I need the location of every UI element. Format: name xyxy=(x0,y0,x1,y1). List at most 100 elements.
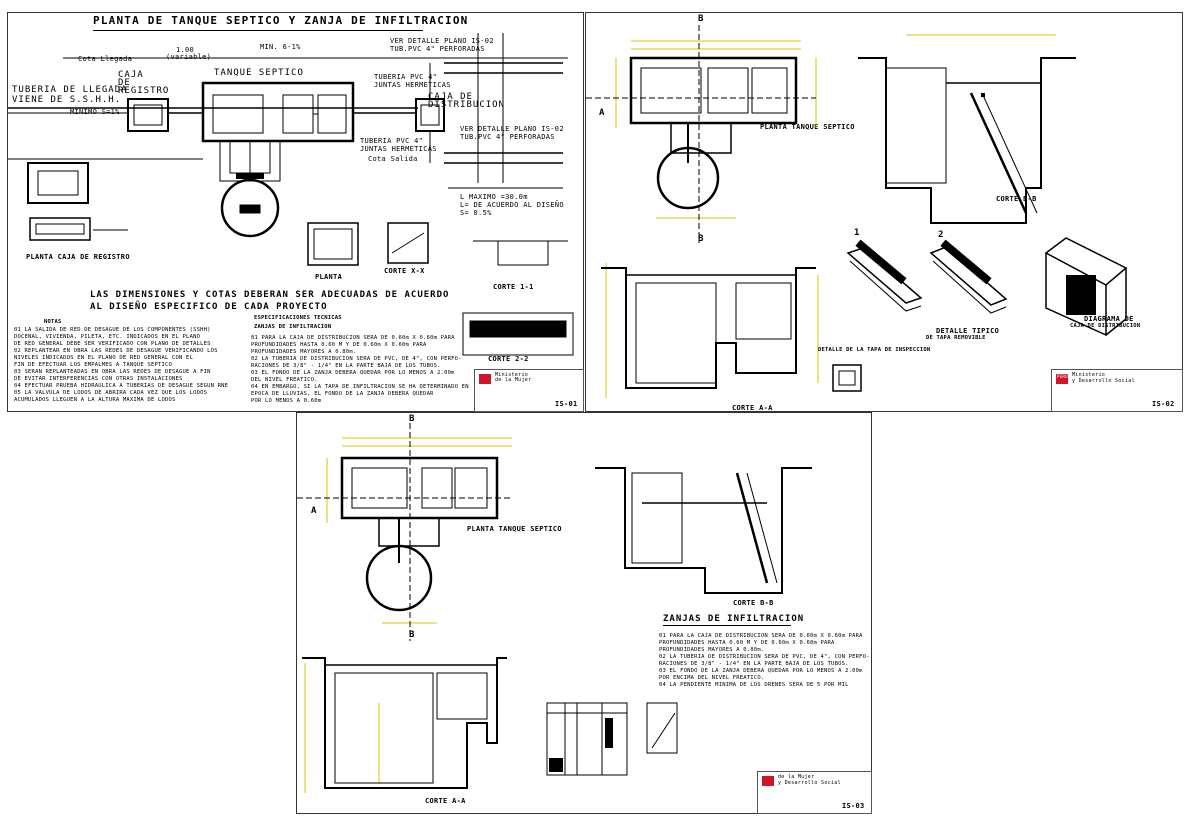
spec-line: PROFUNDIDADES HASTA 0.60 M Y DE 0.60m X … xyxy=(251,342,427,348)
label-num-1: 1 xyxy=(854,228,861,238)
sheet-2-drawing xyxy=(586,25,1128,398)
label-largo-diseno: L= DE ACUERDO AL DISEÑO xyxy=(460,201,564,209)
spec-line: POR LO MENOS A 0.60m xyxy=(251,398,322,404)
label-tanque: TANQUE SEPTICO xyxy=(214,68,304,78)
nota-line: 04 EFECTUAR PRUEBA HIDRAULICA A TUBERIAS… xyxy=(14,383,229,389)
nota-line: FIN DE EFECTUAR LOS EMPALMES A TANQUE SE… xyxy=(14,362,173,368)
label-tuberia-pvc-2: TUBERIA PVC 4" xyxy=(360,137,424,145)
nota-line: ACUMULADOS LLEGUEN A LA ALTURA MAXIMA DE… xyxy=(14,397,176,403)
spec-line: 02 LA TUBERIA DE DISTRIBUCION SERA DE PV… xyxy=(251,356,462,362)
label-num-2: 2 xyxy=(938,230,945,240)
label-caja-distribucion: CAJA DE DISTRIBUCION xyxy=(1070,323,1141,329)
sheet-3-drawing xyxy=(297,423,812,793)
sheet-number: IS-03 xyxy=(842,802,865,810)
title-block-3: de la Mujer y Desarrollo Social IS-03 xyxy=(757,771,872,814)
title-block-1: Ministerio de la Mujer IS-01 xyxy=(474,369,584,412)
sheet-3: B A B PLANTA TANQUE SEPTICO CORTE B-B CO… xyxy=(296,412,872,814)
marker-b-bottom: B xyxy=(409,630,416,640)
notas-title: NOTAS xyxy=(44,319,62,325)
peru-logo xyxy=(762,776,774,786)
notas-list: 01 LA SALIDA DE RED DE DESAGUE DE LOS CO… xyxy=(14,327,228,404)
label-tuberia-pvc: TUBERIA PVC 4" xyxy=(374,73,438,81)
spec-line: PROFUNDIDADES MAYORES A 0.80m. xyxy=(251,349,357,355)
spec-line: PROFUNDIDADES HASTA 0.60 M Y DE 0.60m X … xyxy=(659,640,835,646)
label-planta-tanque: PLANTA TANQUE SEPTICO xyxy=(760,123,855,131)
spec-line: 04 EN EMBARGO, SI LA TAPA DE INFILTRACIO… xyxy=(251,384,469,390)
nota-line: DE RED GENERAL DEBE SER VERIFICADO CON P… xyxy=(14,341,211,347)
label-caja-registro: CAJA DE REGISTRO xyxy=(118,70,170,96)
label-corte-aa: CORTE A-A xyxy=(732,404,773,412)
label-diagrama: DIAGRAMA DE xyxy=(1084,315,1134,323)
label-juntas: JUNTAS HERMETICAS xyxy=(374,81,451,89)
label-detalle-tipico: DETALLE TIPICO xyxy=(936,327,1000,335)
label-de-tapa: DE TAPA REMOVIBLE xyxy=(926,335,986,341)
label-largo-maximo: L MAXIMO =30.0m xyxy=(460,193,528,201)
label-corte-bb: CORTE B-B xyxy=(996,195,1037,203)
label-planta: PLANTA xyxy=(315,273,343,281)
label-tuberia-llegada: TUBERIA DE LLEGADA xyxy=(12,85,128,95)
spec-line: RACIONES DE 3/8" - 1/4" EN LA PARTE BAJA… xyxy=(659,661,849,667)
title-underline xyxy=(93,30,423,31)
specs-list: 01 PARA LA CAJA DE DISTRIBUCION SERA DE … xyxy=(251,335,469,405)
label-minimo: MINIMO S=1% xyxy=(70,108,120,116)
ministry-line: Ministerio xyxy=(495,372,529,378)
label-cota-llegada: Cota Llegada xyxy=(78,55,133,63)
marker-b-top: B xyxy=(409,414,416,424)
nota-line: 02 REPLANTEAR EN OBRA LAS REDES DE DESAG… xyxy=(14,348,218,354)
spec-line: DEL NIVEL FREATICO. xyxy=(251,377,318,383)
label-corte-aa: CORTE A-A xyxy=(425,797,466,805)
spec-line: EPOCA DE LLUVIAS, EL FONDO DE LA ZANJA D… xyxy=(251,391,434,397)
dimensions-heading-2: AL DISEÑO ESPECIFICO DE CADA PROYECTO xyxy=(90,302,328,312)
spec-line: 04 LA PENDIENTE MINIMA DE LOS DRENES SER… xyxy=(659,682,849,688)
sheet-1-title: PLANTA DE TANQUE SEPTICO Y ZANJA DE INFI… xyxy=(93,14,469,27)
ministry-line: de la Mujer xyxy=(495,377,532,383)
sheet-number: IS-02 xyxy=(1152,400,1175,408)
ministry-line: y Desarrollo Social xyxy=(778,780,841,786)
spec-line: 03 EL FONDO DE LA ZANJA DEBERA QUEDAR PO… xyxy=(251,370,455,376)
specs-title: ESPECIFICACIONES TECNICAS xyxy=(254,315,342,321)
label-juntas-2: JUNTAS HERMETICAS xyxy=(360,145,437,153)
marker-a-left: A xyxy=(599,108,606,118)
spec-line: POR ENCIMA DEL NIVEL FREATICO. xyxy=(659,675,765,681)
label-dist: 1.00 xyxy=(176,46,195,54)
label-planta-tanque: PLANTA TANQUE SEPTICO xyxy=(467,525,562,533)
ministry-line: de la Mujer xyxy=(778,774,815,780)
label-corte-1: CORTE 1-1 xyxy=(493,283,534,291)
label-corte-bb: CORTE B-B xyxy=(733,599,774,607)
zanjas-title: ZANJAS DE INFILTRACION xyxy=(254,324,332,330)
nota-line: 01 LA SALIDA DE RED DE DESAGUE DE LOS CO… xyxy=(14,327,211,333)
spec-line: 03 EL FONDO DE LA ZANJA DEBERA QUEDAR PO… xyxy=(659,668,863,674)
marker-b-bottom: B xyxy=(698,234,705,244)
label-corte-2: CORTE 2-2 xyxy=(488,355,529,363)
sheet-1-drawing xyxy=(8,33,574,356)
marker-b-top: B xyxy=(698,14,705,24)
spec-line: RACIONES DE 3/8" - 1/4" EN LA PARTE BAJA… xyxy=(251,363,441,369)
label-cota-salida: Cota Salida xyxy=(368,155,418,163)
spec-line: PROFUNDIDADES MAYORES A 0.80m. xyxy=(659,647,765,653)
peru-logo xyxy=(1056,374,1068,384)
title-block-2: PERÚ Ministerio y Desarrollo Social IS-0… xyxy=(1051,369,1183,412)
label-viene: VIENE DE S.S.H.H. xyxy=(12,95,122,105)
sheet-number: IS-01 xyxy=(555,400,578,408)
label-tub-perforadas-2: TUB.PVC 4" PERFORADAS xyxy=(460,133,555,141)
marker-a-left: A xyxy=(311,506,318,516)
label-ver-detalle-2: VER DETALLE PLANO IS-02 xyxy=(460,125,564,133)
peru-logo xyxy=(479,374,491,384)
dimensions-heading: LAS DIMENSIONES Y COTAS DEBERAN SER ADEC… xyxy=(90,290,450,300)
spec-line: 01 PARA LA CAJA DE DISTRIBUCION SERA DE … xyxy=(659,633,863,639)
ministry-line: Ministerio xyxy=(1072,372,1106,378)
ministry-line: y Desarrollo Social xyxy=(1072,378,1135,384)
label-variable: (variable) xyxy=(166,53,212,61)
nota-line: 05 LA VALVULA DE LODOS DE ABRIRA CADA VE… xyxy=(14,390,208,396)
label-tub-perforadas-1: TUB.PVC 4" PERFORADAS xyxy=(390,45,485,53)
zanjas-underline xyxy=(663,625,791,626)
nota-line: NIVELES INDICADOS EN EL PLANO DE RED GEN… xyxy=(14,355,194,361)
label-caja-distribucion: CAJA DE DISTRIBUCION xyxy=(428,92,506,110)
country-label: PERÚ xyxy=(1057,374,1068,379)
specs-list: 01 PARA LA CAJA DE DISTRIBUCION SERA DE … xyxy=(659,633,870,689)
label-ver-detalle-1: VER DETALLE PLANO IS-02 xyxy=(390,37,494,45)
spec-line: 01 PARA LA CAJA DE DISTRIBUCION SERA DE … xyxy=(251,335,455,341)
spec-line: 02 LA TUBERIA DE DISTRIBUCION SERA DE PV… xyxy=(659,654,870,660)
sheet-2: B A B PLANTA TANQUE SEPTICO CORTE B-B CO… xyxy=(585,12,1183,412)
nota-line: DOCENAL, VIVIENDA, PILETA, ETC. INDICADO… xyxy=(14,334,201,340)
